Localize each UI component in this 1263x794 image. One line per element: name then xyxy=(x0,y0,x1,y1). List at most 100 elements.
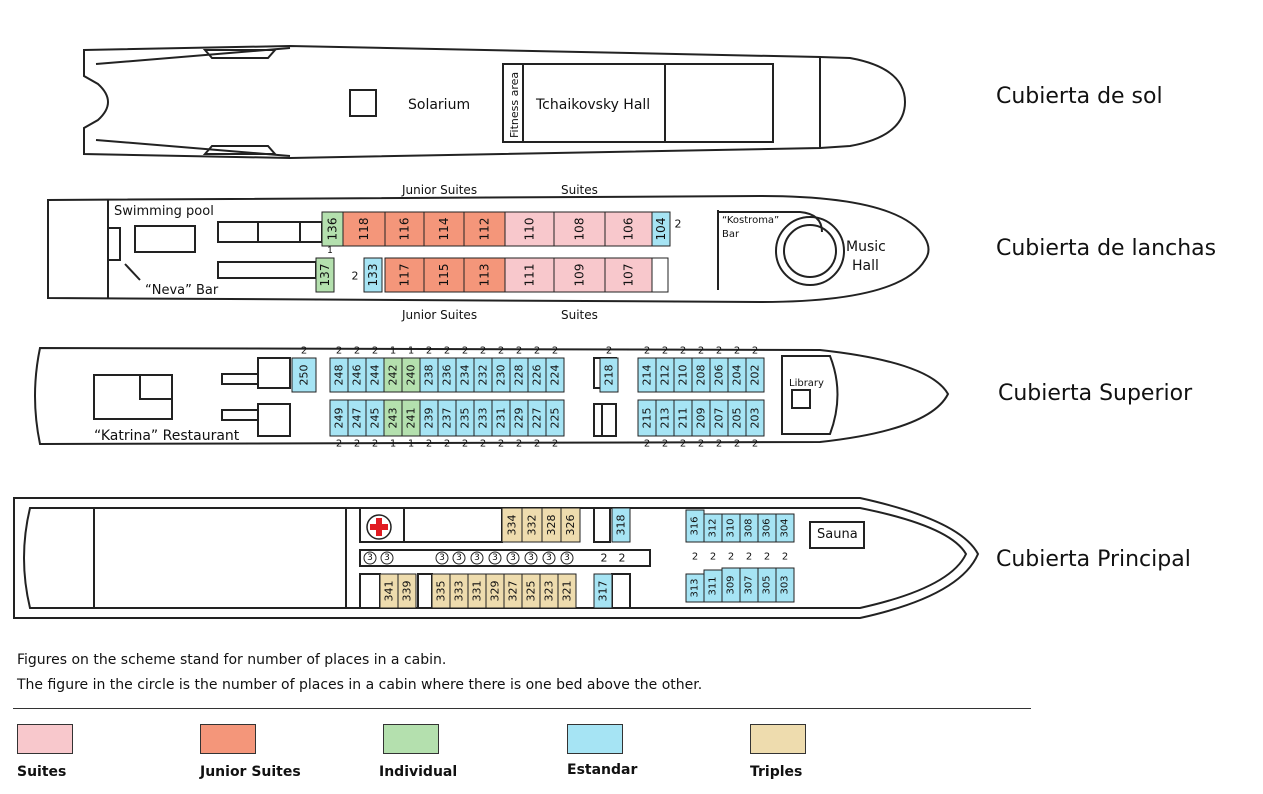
places-137: 1 xyxy=(327,246,333,256)
cabin-number-115: 115 xyxy=(437,264,451,287)
cabin-number-237: 237 xyxy=(441,408,454,429)
cabin-number-137: 137 xyxy=(318,264,332,287)
cabin-317[interactable] xyxy=(593,573,613,609)
cabin-number-114: 114 xyxy=(437,218,451,241)
legend-suites: Suites xyxy=(17,724,73,780)
cabin-110[interactable] xyxy=(504,211,555,247)
cabin-104[interactable] xyxy=(651,211,671,247)
cabin-304[interactable] xyxy=(775,513,795,543)
places-208: 2 xyxy=(698,346,704,357)
berth-circle-label-7: 3 xyxy=(510,553,516,563)
places-204: 2 xyxy=(734,346,740,357)
pool-box xyxy=(134,225,196,253)
cabin-118[interactable] xyxy=(342,211,386,247)
legend-label-estandar: Estandar xyxy=(567,762,638,778)
cabin-112[interactable] xyxy=(463,211,506,247)
places-232: 2 xyxy=(480,346,486,357)
cabin-133[interactable] xyxy=(363,257,383,293)
berth-two-2: 2 xyxy=(619,552,626,565)
places-211: 2 xyxy=(680,439,686,450)
cabin-203[interactable] xyxy=(745,399,765,437)
cabin-number-214: 214 xyxy=(641,365,654,386)
cabin-number-316: 316 xyxy=(690,516,701,535)
cabin-number-304: 304 xyxy=(780,518,791,537)
cabin-number-334: 334 xyxy=(506,515,519,536)
cabin-218[interactable] xyxy=(599,357,619,393)
cabin-250[interactable] xyxy=(291,357,317,393)
cabin-number-325: 325 xyxy=(525,581,538,602)
cabin-326[interactable] xyxy=(560,507,581,543)
cabin-106[interactable] xyxy=(604,211,653,247)
cabin-137[interactable] xyxy=(315,257,335,293)
fitness-label: Fitness area xyxy=(508,72,521,138)
berth-circle-10 xyxy=(560,551,574,565)
note-line-2: The figure in the circle is the number o… xyxy=(17,677,703,693)
music-hall-round xyxy=(775,216,845,286)
cabin-117[interactable] xyxy=(384,257,425,293)
cabin-108[interactable] xyxy=(553,211,606,247)
sun-deck-hull xyxy=(83,44,821,160)
cabin-109[interactable] xyxy=(553,257,606,293)
cabin-number-326: 326 xyxy=(564,515,577,536)
berth-two-1: 2 xyxy=(601,552,608,565)
cabin-number-234: 234 xyxy=(459,365,472,386)
places-306: 2 xyxy=(764,552,770,563)
places-224: 2 xyxy=(552,346,558,357)
cabin-number-118: 118 xyxy=(357,218,371,241)
cabin-225[interactable] xyxy=(545,399,565,437)
cabin-114[interactable] xyxy=(423,211,465,247)
cabin-321[interactable] xyxy=(557,573,577,609)
cabin-202[interactable] xyxy=(745,357,765,393)
cabin-number-241: 241 xyxy=(405,408,418,429)
places-133: 2 xyxy=(352,270,359,283)
kostroma-label-1: “Kostroma” xyxy=(722,215,779,226)
tchaikovsky-label: Tchaikovsky Hall xyxy=(535,97,650,113)
pool-label: Swimming pool xyxy=(114,204,214,219)
places-312: 2 xyxy=(710,552,716,563)
cabin-number-238: 238 xyxy=(423,365,436,386)
cabin-number-235: 235 xyxy=(459,408,472,429)
cabin-number-309: 309 xyxy=(726,575,737,594)
cabin-number-307: 307 xyxy=(744,575,755,594)
cabin-number-210: 210 xyxy=(677,365,690,386)
library-label: Library xyxy=(789,378,824,389)
cabin-number-249: 249 xyxy=(333,408,346,429)
cabin-number-331: 331 xyxy=(471,581,484,602)
legend-estandar: Estandar xyxy=(567,724,637,778)
places-233: 2 xyxy=(480,439,486,450)
cabin-303[interactable] xyxy=(775,567,795,603)
cabin-number-204: 204 xyxy=(731,365,744,386)
berth-circle-3 xyxy=(435,551,449,565)
places-210: 2 xyxy=(680,346,686,357)
sauna-label: Sauna xyxy=(817,527,858,542)
cabin-339[interactable] xyxy=(397,573,417,609)
cabin-number-113: 113 xyxy=(478,264,492,287)
cabin-number-323: 323 xyxy=(543,581,556,602)
places-104: 2 xyxy=(675,218,682,231)
places-316: 2 xyxy=(692,552,698,563)
solarium-label: Solarium xyxy=(408,97,470,113)
cabin-number-208: 208 xyxy=(695,365,708,386)
cabin-number-244: 244 xyxy=(369,365,382,386)
cabin-318[interactable] xyxy=(611,507,631,543)
cabin-number-203: 203 xyxy=(749,408,762,429)
cabin-number-233: 233 xyxy=(477,408,490,429)
deck-title-lanchas: Cubierta de lanchas xyxy=(996,236,1217,261)
cabin-224[interactable] xyxy=(545,357,565,393)
places-308: 2 xyxy=(746,552,752,563)
legend-label-suites: Suites xyxy=(17,764,67,780)
cabin-number-232: 232 xyxy=(477,365,490,386)
cabin-number-226: 226 xyxy=(531,365,544,386)
places-235: 2 xyxy=(462,439,468,450)
cabin-number-329: 329 xyxy=(489,581,502,602)
deck-title-sol: Cubierta de sol xyxy=(996,84,1163,109)
cabin-number-205: 205 xyxy=(731,408,744,429)
cabin-number-108: 108 xyxy=(573,218,587,241)
places-234: 2 xyxy=(462,346,468,357)
cabin-number-240: 240 xyxy=(405,365,418,386)
cabin-number-213: 213 xyxy=(659,408,672,429)
